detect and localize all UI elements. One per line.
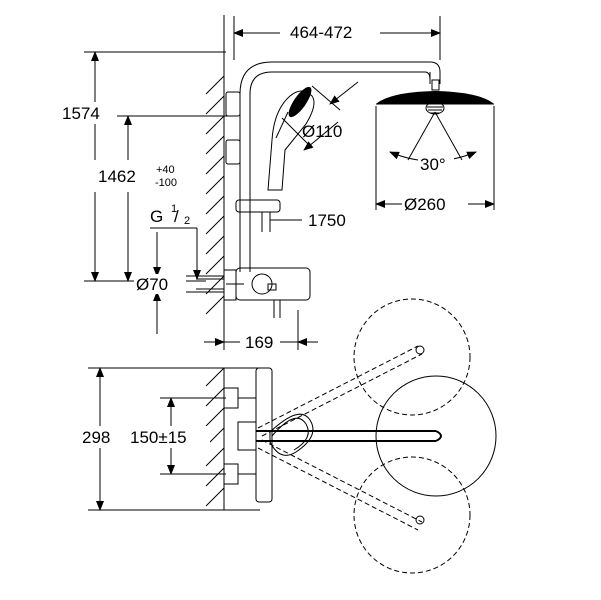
dim-connection-spacing-label: 150±15 — [130, 428, 187, 447]
wall-hatch — [205, 15, 225, 320]
dim-hose-length-label: 1750 — [308, 211, 346, 230]
thread-numerator: 1 — [171, 203, 177, 215]
dim-head-angle — [389, 111, 477, 162]
top-rotated-arm-lower — [257, 439, 471, 574]
dim-hand-shower-diameter — [281, 81, 359, 151]
thread-denominator: 2 — [184, 215, 190, 227]
dim-spout-projection-label: 169 — [245, 333, 273, 352]
dim-mixer-height-tol-minus: -100 — [155, 177, 177, 189]
wall-bracket-upper — [225, 91, 241, 117]
dim-mixer-height — [117, 115, 230, 282]
dim-rotation-width-label: 298 — [82, 428, 110, 447]
thermostat-mixer — [223, 267, 311, 318]
shower-riser-pipe — [239, 61, 441, 272]
hand-shower-holder — [235, 199, 300, 232]
top-wall-hatch — [205, 367, 225, 510]
head-shower — [375, 79, 495, 210]
dim-arm-reach-label: 464-472 — [290, 23, 352, 42]
top-shower-arm — [256, 413, 442, 456]
dim-hand-shower-diameter-label: Ø110 — [302, 122, 342, 141]
dim-mixer-height-label: 1462 — [98, 167, 136, 186]
top-head-shower-circle — [375, 375, 497, 497]
hand-shower — [267, 86, 315, 191]
thread-leader — [150, 227, 201, 280]
thread-label: G — [150, 207, 163, 226]
dim-connection-diameter-label: Ø70 — [136, 275, 168, 294]
dim-total-height-label: 1574 — [62, 104, 100, 123]
top-rotated-arm-upper — [257, 298, 471, 437]
dim-head-angle-label: 30° — [420, 155, 446, 174]
thread-fraction-slash: / — [174, 207, 179, 226]
front-view: 464-472 1574 1462 +40 -100 G 1 / 2 — [60, 15, 495, 352]
top-view: 298 150±15 — [80, 298, 497, 574]
dim-mixer-height-tol-plus: +40 — [156, 164, 175, 176]
dim-head-diameter-label: Ø260 — [404, 195, 446, 214]
wall-bracket-lower — [225, 139, 241, 165]
